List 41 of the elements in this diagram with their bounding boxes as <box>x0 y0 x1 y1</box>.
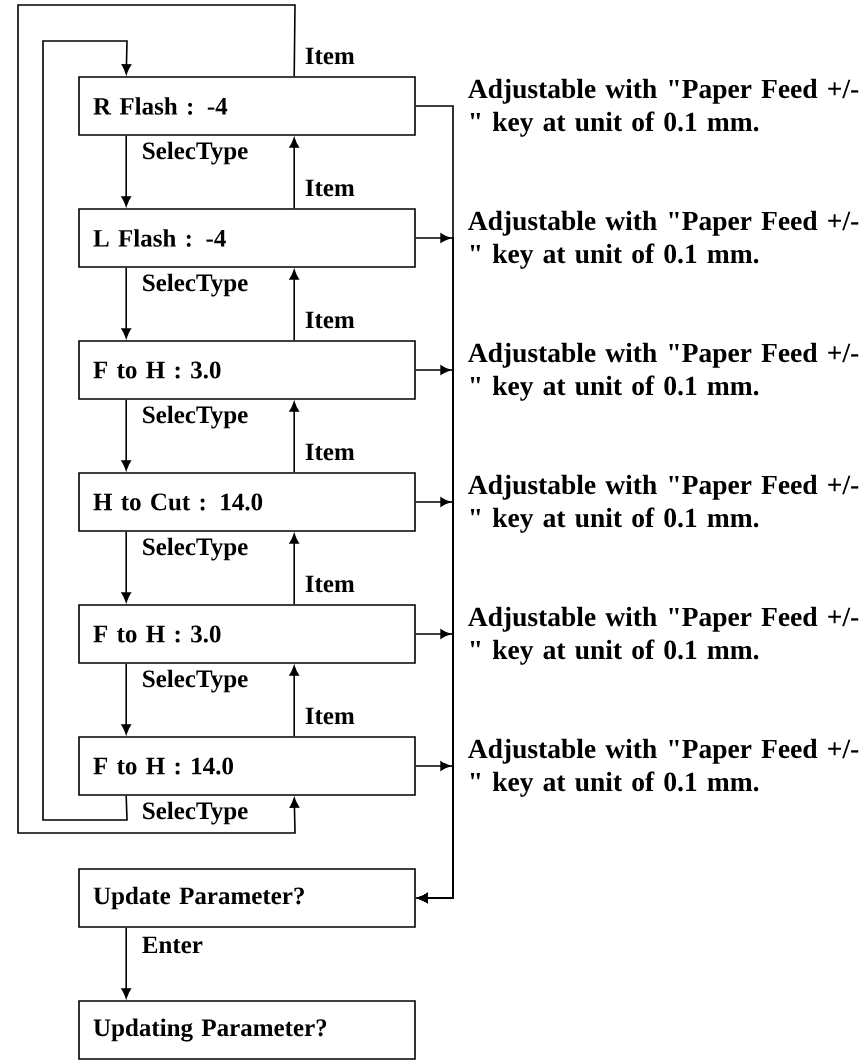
note-text: Adjustable with "Paper Feed +/- " key at unit of 0.1 mm. <box>468 606 859 665</box>
edge-label: SelecType <box>140 536 250 562</box>
arrow <box>289 665 299 737</box>
process-box: R Flash : -4 <box>78 76 416 136</box>
edge-label: Enter <box>140 935 204 955</box>
edge-label: SelecType <box>140 404 250 430</box>
process-box: H to Cut : 14.0 <box>78 472 416 532</box>
process-box: L Flash : -4 <box>78 208 416 268</box>
edge-label: Item <box>303 46 356 66</box>
arrow <box>121 267 131 339</box>
edge-label: SelecType <box>140 272 250 298</box>
edge-label: SelecType <box>140 140 250 166</box>
arrow <box>17 4 300 834</box>
arrow <box>121 531 131 603</box>
process-box: F to H : 14.0 <box>78 736 416 796</box>
edge-label: SelecType <box>140 668 250 694</box>
arrow <box>289 137 299 209</box>
note-text: Adjustable with "Paper Feed +/- " key at unit of 0.1 mm. <box>468 210 859 269</box>
edge-label: Item <box>303 574 356 594</box>
note-text: Adjustable with "Paper Feed +/- " key at unit of 0.1 mm. <box>468 342 859 401</box>
arrow <box>42 40 132 821</box>
arrow <box>289 401 299 473</box>
arrow <box>121 663 131 735</box>
note-text: Adjustable with "Paper Feed +/- " key at unit of 0.1 mm. <box>468 78 859 137</box>
edge-label: Item <box>303 442 356 462</box>
edge-label: Item <box>303 310 356 330</box>
arrow <box>121 135 131 207</box>
note-text: Adjustable with "Paper Feed +/- " key at unit of 0.1 mm. <box>468 738 859 797</box>
arrow <box>415 761 454 903</box>
note-text: Adjustable with "Paper Feed +/- " key at unit of 0.1 mm. <box>468 474 859 533</box>
arrow <box>289 269 299 341</box>
arrow <box>121 399 131 471</box>
process-box: Update Parameter? <box>78 868 416 928</box>
process-box: F to H : 3.0 <box>78 340 416 400</box>
process-box: F to H : 3.0 <box>78 604 416 664</box>
process-box: Updating Parameter? <box>78 1000 416 1060</box>
arrow <box>121 927 131 999</box>
edge-label: Item <box>303 178 356 198</box>
edge-label: Item <box>303 706 356 726</box>
edge-label: SelecType <box>140 800 250 826</box>
arrow <box>289 533 299 605</box>
